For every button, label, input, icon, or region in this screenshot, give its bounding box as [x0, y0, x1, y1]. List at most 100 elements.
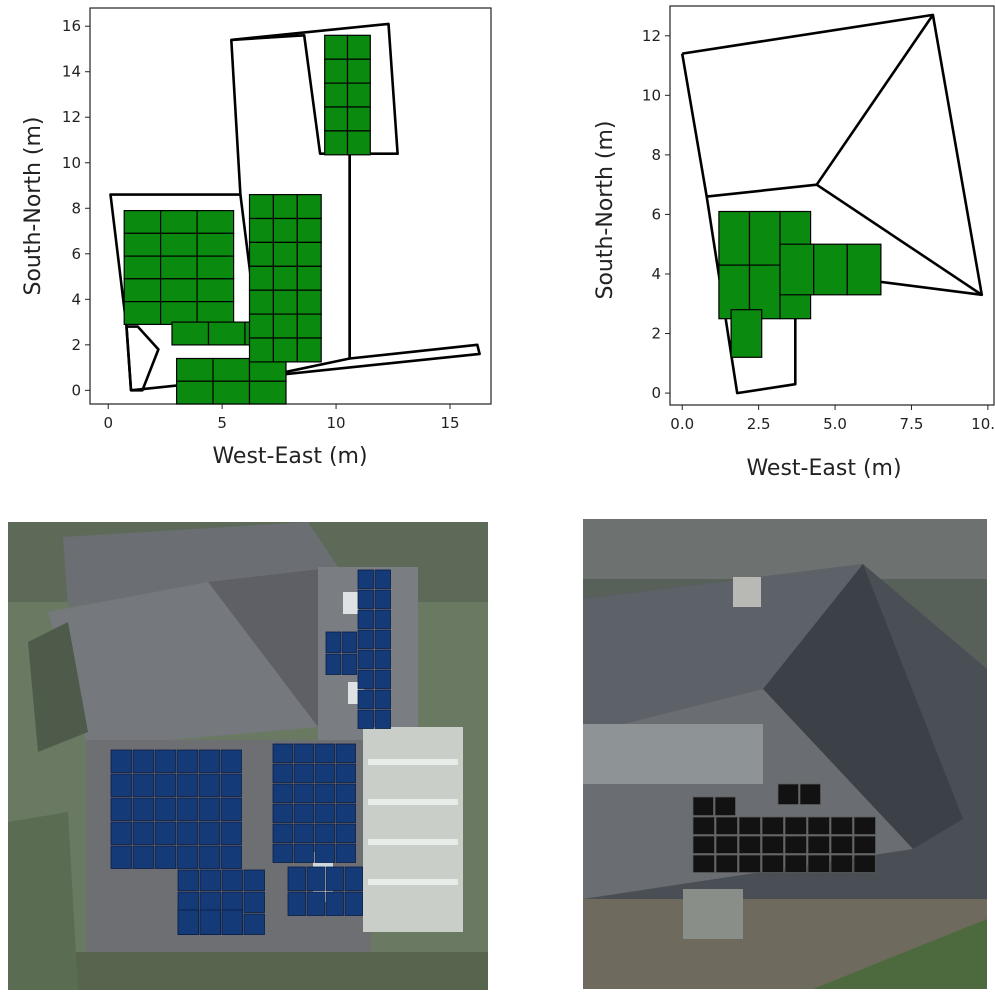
photo-panel [784, 835, 807, 854]
photo-panel [293, 763, 314, 783]
x-tick-label: 0.0 [670, 415, 694, 433]
photo-panel [199, 891, 221, 913]
solar-panel [248, 313, 274, 339]
photo-panel [314, 803, 335, 823]
photo-panel [293, 803, 314, 823]
black-solar-panels [692, 783, 876, 873]
roof-outline-2 [815, 183, 983, 296]
solar-panel [123, 210, 162, 235]
photo-panel [177, 909, 199, 935]
photo-panel [132, 773, 154, 797]
solar-panel [324, 34, 349, 60]
photo-panel [715, 835, 738, 854]
roof-outline-2 [125, 325, 160, 392]
solar-panel [346, 130, 371, 156]
photo-panel [132, 749, 154, 773]
photo-panel [243, 891, 265, 913]
y-tick-label: 8 [71, 199, 81, 217]
photo-panel [293, 783, 314, 803]
photo-panel [306, 891, 325, 916]
photo-panel [110, 845, 132, 869]
photo-panel [154, 797, 176, 821]
solar-panel [718, 210, 751, 266]
aerial-photo-right [583, 519, 987, 989]
solar-panel [730, 309, 763, 358]
solar-panel [207, 321, 246, 346]
solar-panel [176, 380, 214, 405]
photo-panel [374, 629, 391, 649]
photo-panel [374, 569, 391, 589]
y-tick-label: 0 [651, 384, 661, 402]
solar-panel [160, 301, 198, 326]
solar-panel [248, 217, 274, 243]
photo-panel [272, 823, 293, 843]
photo-panel [221, 869, 243, 891]
photo-panel [325, 891, 344, 916]
photo-panel [807, 835, 830, 854]
solar-panel [176, 357, 214, 382]
photo-panel [220, 749, 242, 773]
photo-panel [357, 589, 374, 609]
solar-panel [123, 232, 162, 257]
photo-panel [335, 783, 356, 803]
photo-panel [830, 835, 853, 854]
photo-panel [293, 823, 314, 843]
photo-panel [198, 749, 220, 773]
photo-panel [761, 854, 784, 873]
photo-panel [287, 891, 306, 916]
solar-panel [248, 265, 274, 291]
photo-panel [784, 854, 807, 873]
photo-panel [198, 797, 220, 821]
x-tick-label: 10 [327, 414, 346, 432]
y-tick-label: 0 [71, 381, 81, 399]
y-tick-label: 10 [62, 154, 81, 172]
photo-panel [314, 843, 335, 863]
photo-panel [714, 796, 736, 816]
photo-panel [199, 869, 221, 891]
photo-panel [314, 743, 335, 763]
solar-panel [346, 58, 371, 84]
y-tick-label: 12 [642, 27, 661, 45]
solar-panel [272, 313, 298, 339]
solar-panel [123, 278, 162, 303]
photo-panel [374, 709, 391, 729]
photo-panel [335, 823, 356, 843]
photo-panel [692, 854, 715, 873]
y-tick-label: 14 [62, 63, 81, 81]
solar-panel [196, 232, 235, 257]
solar-panel [296, 217, 322, 243]
solar-panel [212, 357, 251, 382]
photo-panel [357, 629, 374, 649]
solar-panel [346, 34, 371, 60]
photo-panel [853, 835, 876, 854]
photo-panel [154, 773, 176, 797]
solar-panel [296, 289, 322, 315]
aerial-photo-left [8, 522, 488, 990]
photo-panel [335, 843, 356, 863]
photo-panel [306, 866, 325, 891]
photo-panel [132, 821, 154, 845]
solar-panel [272, 217, 298, 243]
photo-panel [799, 783, 821, 805]
x-tick-label: 10.0 [971, 415, 995, 433]
photo-panel [830, 854, 853, 873]
photo-panel [154, 845, 176, 869]
solar-panel [196, 278, 235, 303]
y-tick-label: 8 [651, 146, 661, 164]
solar-panels [718, 210, 882, 358]
solar-panel [346, 106, 371, 132]
blue-solar-panels [110, 569, 391, 935]
photo-panel [293, 843, 314, 863]
y-tick-label: 6 [71, 245, 81, 263]
photo-panel [738, 816, 761, 835]
photo-panel [325, 631, 341, 653]
photo-panel [374, 669, 391, 689]
photo-panel [198, 845, 220, 869]
solar-panel [248, 380, 287, 405]
photo-panel [761, 816, 784, 835]
photo-panel [715, 816, 738, 835]
photo-panel [357, 709, 374, 729]
solar-panel [324, 130, 349, 156]
